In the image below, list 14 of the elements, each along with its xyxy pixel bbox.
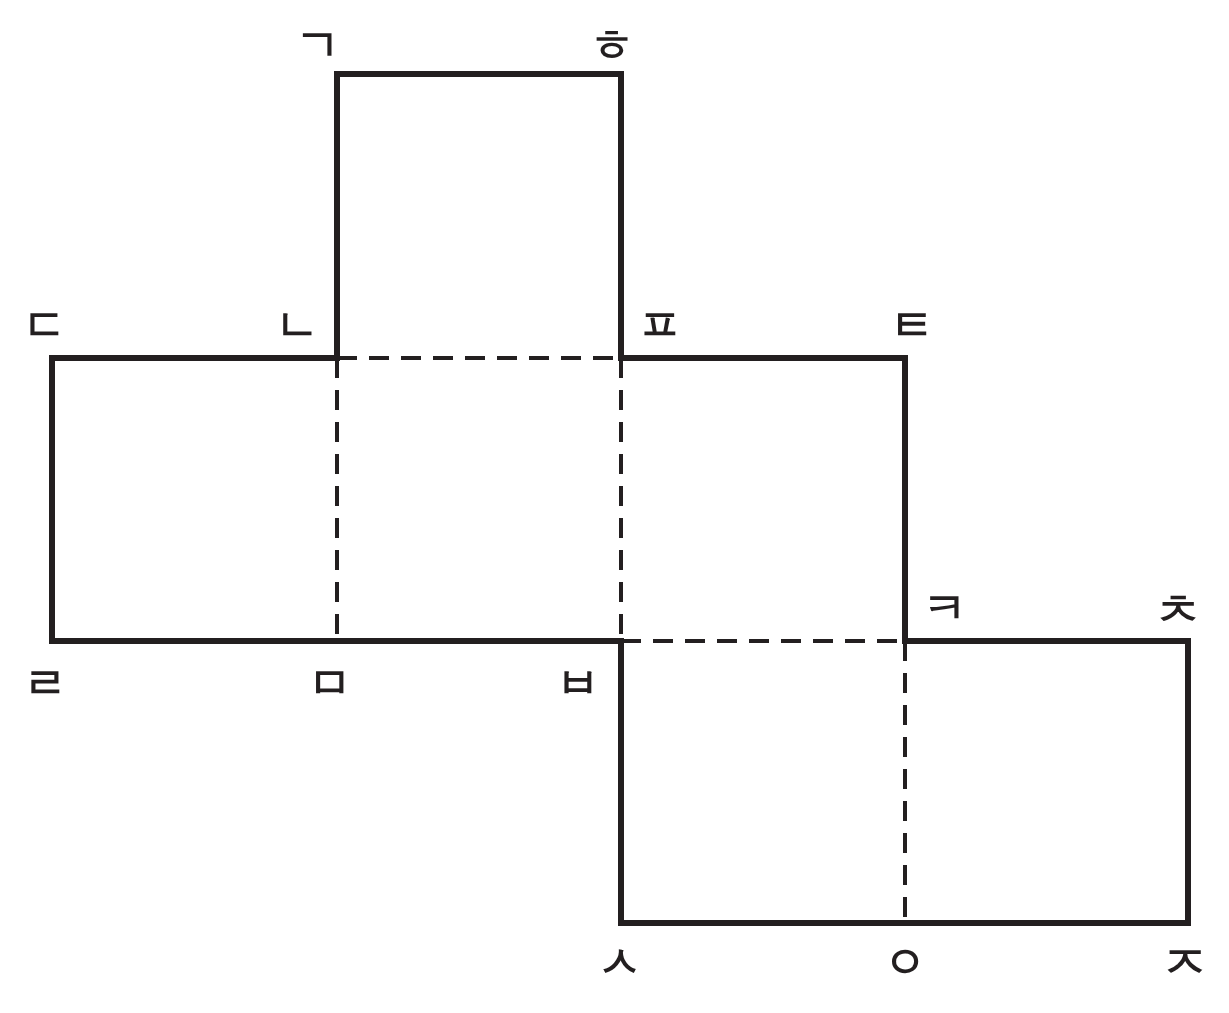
vertex-label: ㅌ	[890, 303, 934, 347]
vertex-label: ㅋ	[923, 586, 967, 630]
vertex-label: ㄴ	[275, 303, 319, 347]
vertex-label: ㅂ	[556, 661, 600, 705]
vertex-label: ㅈ	[1163, 940, 1207, 984]
vertex-label: ㅍ	[638, 303, 682, 347]
vertex-label: ㅊ	[1156, 588, 1200, 632]
vertex-label: ㄱ	[296, 23, 340, 67]
vertex-label: ㅅ	[598, 940, 642, 984]
vertex-label: ㅎ	[590, 23, 634, 67]
vertex-label: ㅇ	[883, 940, 927, 984]
vertex-label: ㄷ	[23, 303, 67, 347]
vertex-label: ㅁ	[308, 661, 352, 705]
vertex-label: ㄹ	[23, 661, 67, 705]
